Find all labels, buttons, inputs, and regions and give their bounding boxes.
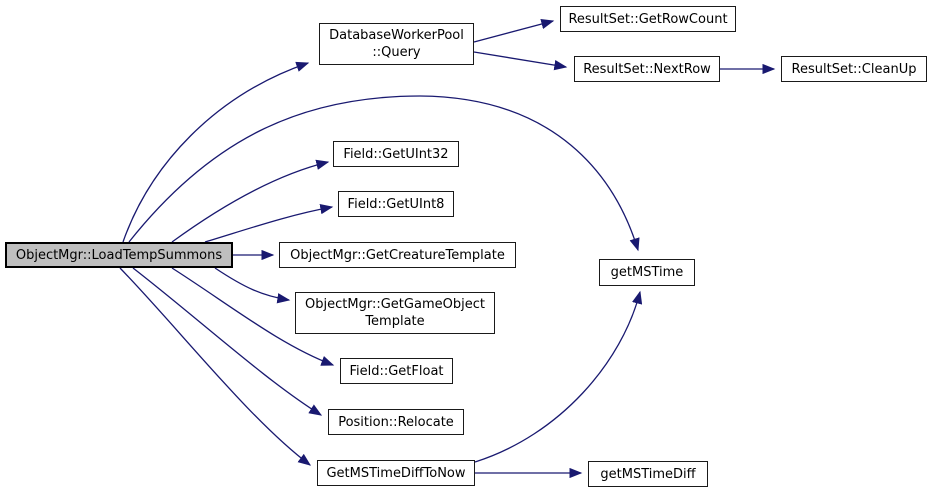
edge-loadtempsummons-to-getuint8: [204, 203, 334, 243]
node-getfloat[interactable]: Field::GetFloat: [340, 358, 453, 384]
node-getmstime[interactable]: getMSTime: [599, 259, 695, 286]
edge-loadtempsummons-to-relocate: [132, 267, 323, 416]
node-getgameobjecttemplate[interactable]: ObjectMgr::GetGameObject Template: [295, 292, 495, 334]
node-query[interactable]: DatabaseWorkerPool ::Query: [319, 23, 474, 65]
edge-loadtempsummons-to-query: [122, 61, 310, 243]
edge-query-to-getrowcount: [473, 18, 555, 43]
node-getmstimediff[interactable]: getMSTimeDiff: [588, 461, 708, 487]
node-loadtempsummons: ObjectMgr::LoadTempSummons: [5, 242, 233, 268]
edge-getmstimedifftonow-to-getmstime: [474, 290, 643, 463]
edge-query-to-nextrow: [473, 51, 568, 71]
edge-loadtempsummons-to-getgameobjecttemplate: [214, 267, 291, 304]
node-getuint32[interactable]: Field::GetUInt32: [333, 141, 459, 167]
node-cleanup[interactable]: ResultSet::CleanUp: [781, 56, 927, 82]
node-getcreaturetemplate[interactable]: ObjectMgr::GetCreatureTemplate: [279, 242, 516, 268]
edge-loadtempsummons-to-getmstime: [128, 95, 640, 252]
node-getuint8[interactable]: Field::GetUInt8: [338, 191, 454, 217]
edge-loadtempsummons-to-getuint32: [171, 159, 330, 243]
node-nextrow[interactable]: ResultSet::NextRow: [574, 56, 720, 82]
edge-loadtempsummons-to-getmstimedifftonow: [119, 267, 312, 466]
edge-loadtempsummons-to-getfloat: [171, 267, 335, 366]
node-relocate[interactable]: Position::Relocate: [328, 409, 464, 435]
node-getmstimedifftonow[interactable]: GetMSTimeDiffToNow: [317, 460, 475, 486]
node-getrowcount[interactable]: ResultSet::GetRowCount: [560, 6, 736, 32]
